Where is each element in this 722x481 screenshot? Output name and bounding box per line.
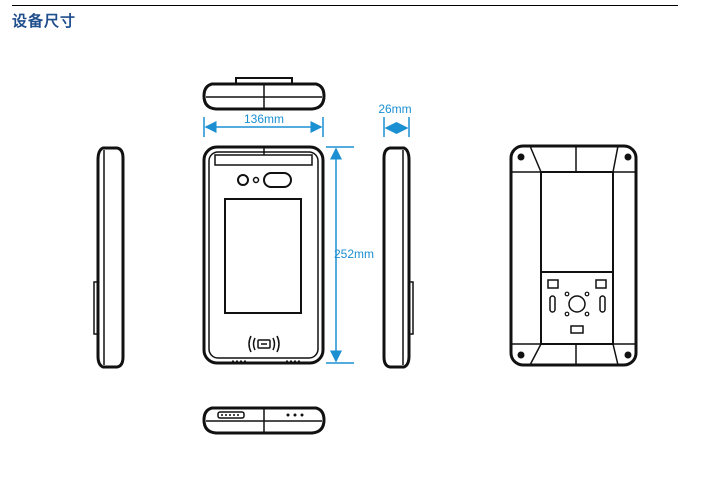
width-dimension: 136mm [203, 112, 324, 137]
front-view [202, 145, 325, 365]
height-dimension: 252mm [326, 146, 374, 364]
right-side-view [382, 146, 414, 369]
width-label: 136mm [244, 112, 284, 126]
height-label: 252mm [334, 247, 374, 261]
header-rule [12, 5, 678, 6]
left-side-view [93, 146, 125, 369]
camera-lens-icon [237, 174, 249, 186]
depth-label: 26mm [378, 102, 411, 116]
depth-dimension: 26mm [378, 102, 412, 137]
page-title: 设备尺寸 [12, 12, 77, 30]
screw-holes [517, 153, 632, 359]
screen [224, 198, 302, 314]
port-dots [286, 413, 304, 417]
speaker-grille [217, 411, 245, 419]
bottom-view [202, 406, 326, 435]
camera-module-icon [263, 172, 292, 188]
nfc-reader-icon [248, 335, 280, 353]
top-view [202, 77, 326, 111]
back-view [509, 144, 638, 367]
mounting-plate [540, 271, 614, 345]
